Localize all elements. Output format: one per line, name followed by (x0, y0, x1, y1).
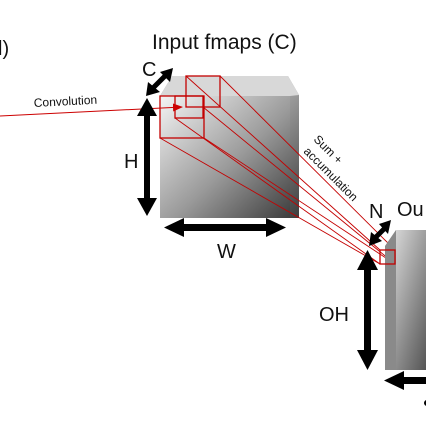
input-fmaps-title: Input fmaps (C) (152, 31, 297, 54)
c-label: C (142, 59, 156, 81)
projection-lines (159, 75, 396, 265)
c-dimension-arrow (146, 68, 173, 96)
n-label: N (369, 201, 383, 223)
input-fmap-cube (160, 76, 299, 218)
output-fmap-cube (385, 230, 426, 370)
left-fragment-label: l) (0, 38, 9, 60)
h-label: H (124, 151, 138, 173)
n-dimension-arrow (369, 220, 391, 246)
ow-dimension-arrow (384, 371, 426, 390)
h-dimension-arrow (137, 98, 157, 216)
oh-dimension-arrow (357, 250, 378, 370)
w-label: W (217, 241, 236, 263)
output-title-fragment: Ou (397, 199, 424, 221)
w-dimension-arrow (164, 218, 286, 237)
oh-label: OH (319, 304, 349, 326)
convolution-label: Convolution (33, 93, 97, 110)
output-point (379, 249, 396, 265)
